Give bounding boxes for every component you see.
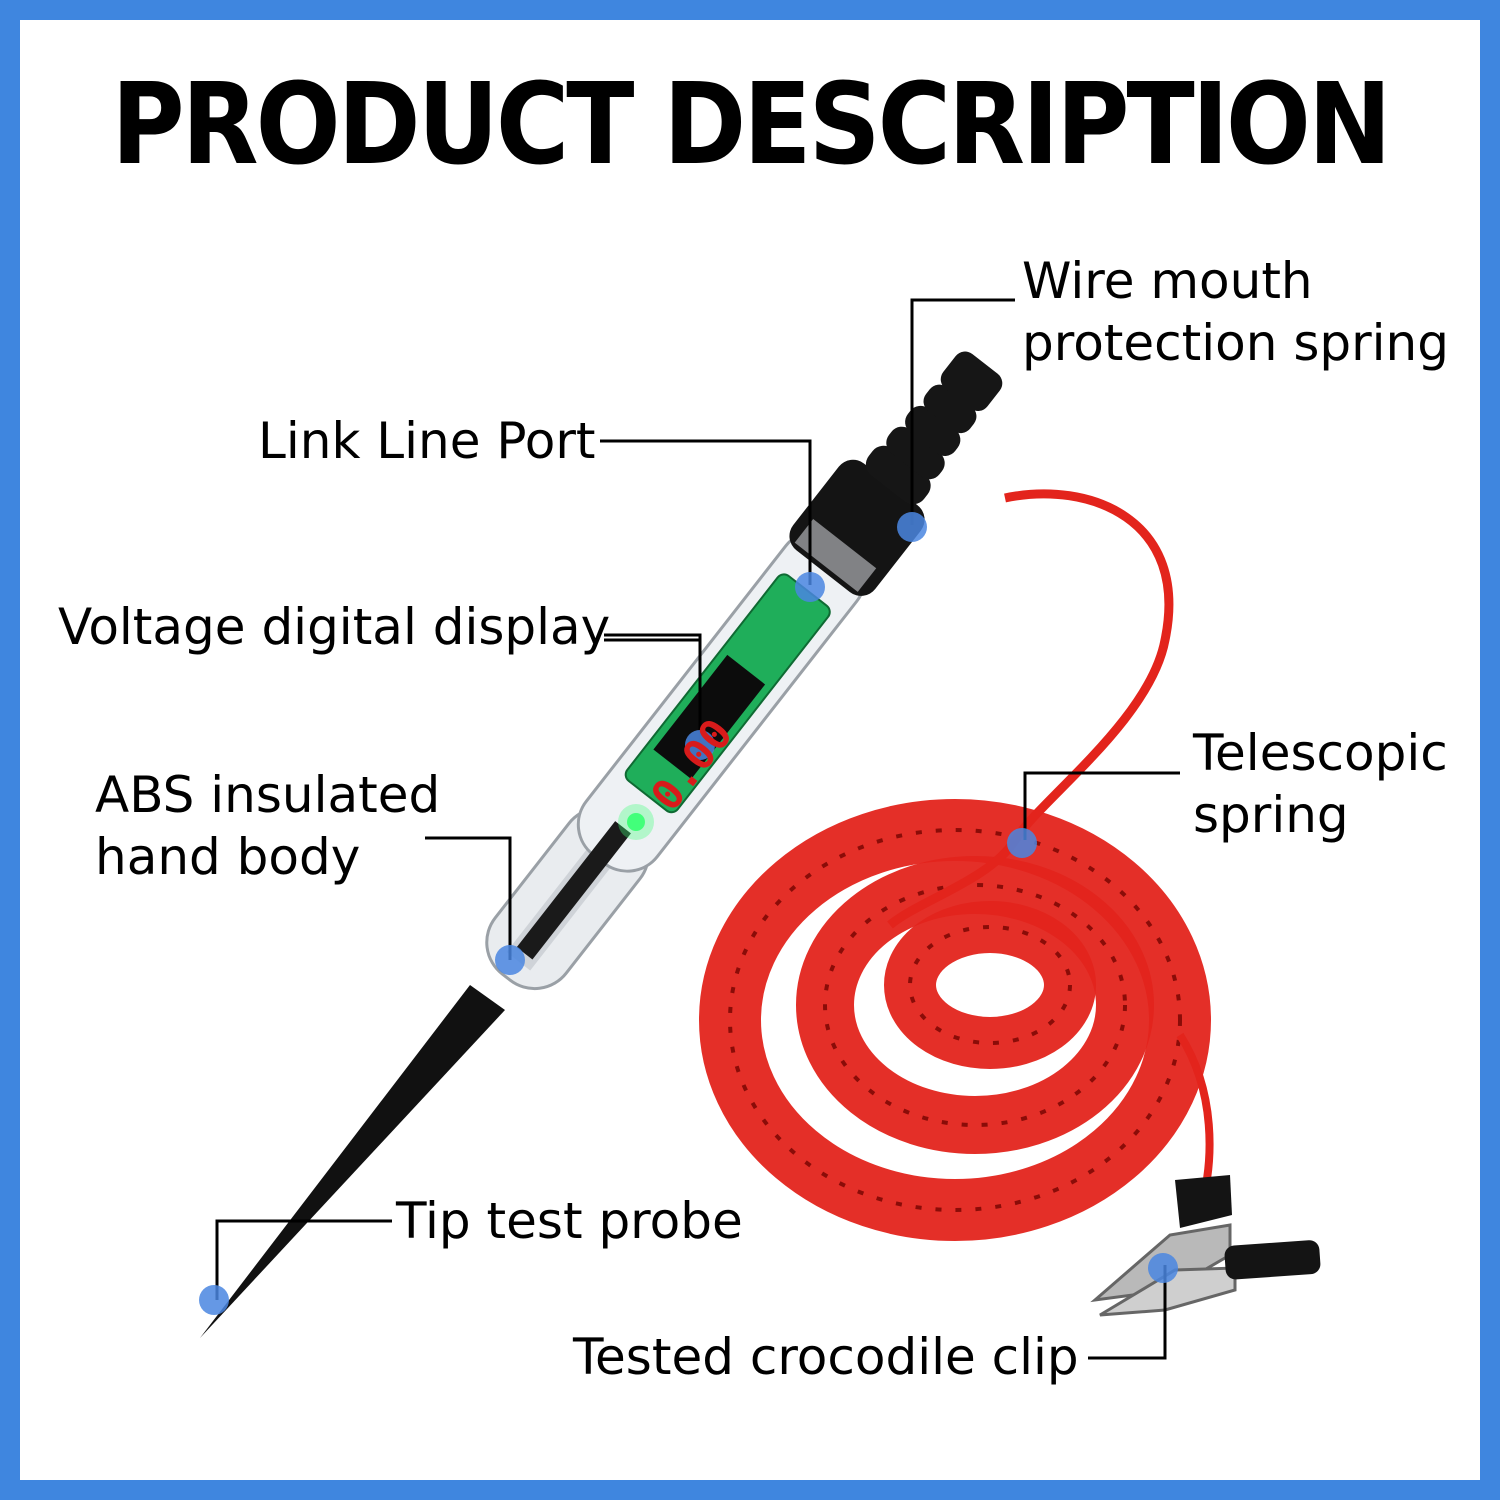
leader-abs-body [425,836,512,960]
marker-tip-probe [199,1285,229,1315]
label-voltage-display: Voltage digital display [58,598,611,656]
leader-lines [215,298,1180,1360]
marker-telescopic [1007,828,1037,858]
crocodile-clip [1090,1175,1321,1317]
markers [199,512,1178,1315]
marker-abs-body [495,945,525,975]
page-title: PRODUCT DESCRIPTION [111,58,1391,191]
label-abs-body: ABS insulated hand body [95,766,441,886]
label-wire-mouth: Wire mouth protection spring [1022,252,1449,372]
leader-link-port [600,439,812,585]
marker-voltage-display [685,730,715,760]
label-tip-probe: Tip test probe [396,1192,743,1250]
marker-wire-mouth [897,512,927,542]
upper-cable [887,489,1174,929]
leader-voltage-display [604,633,702,745]
pen-body [485,351,1003,991]
leader-wire-mouth [910,298,1015,525]
leader-crocodile-clip [1088,1265,1167,1360]
leader-tip-probe [215,1219,392,1300]
marker-link-port [795,572,825,602]
label-telescopic-spring: Telescopic spring [1193,724,1448,844]
led-indicator [627,813,645,831]
label-link-line-port: Link Line Port [258,412,596,470]
leader-telescopic [1023,771,1180,840]
marker-crocodile-clip [1148,1253,1178,1283]
telescopic-spring-coil [699,799,1211,1241]
probe-tip [200,985,505,1338]
label-crocodile-clip: Tested crocodile clip [573,1328,1079,1386]
